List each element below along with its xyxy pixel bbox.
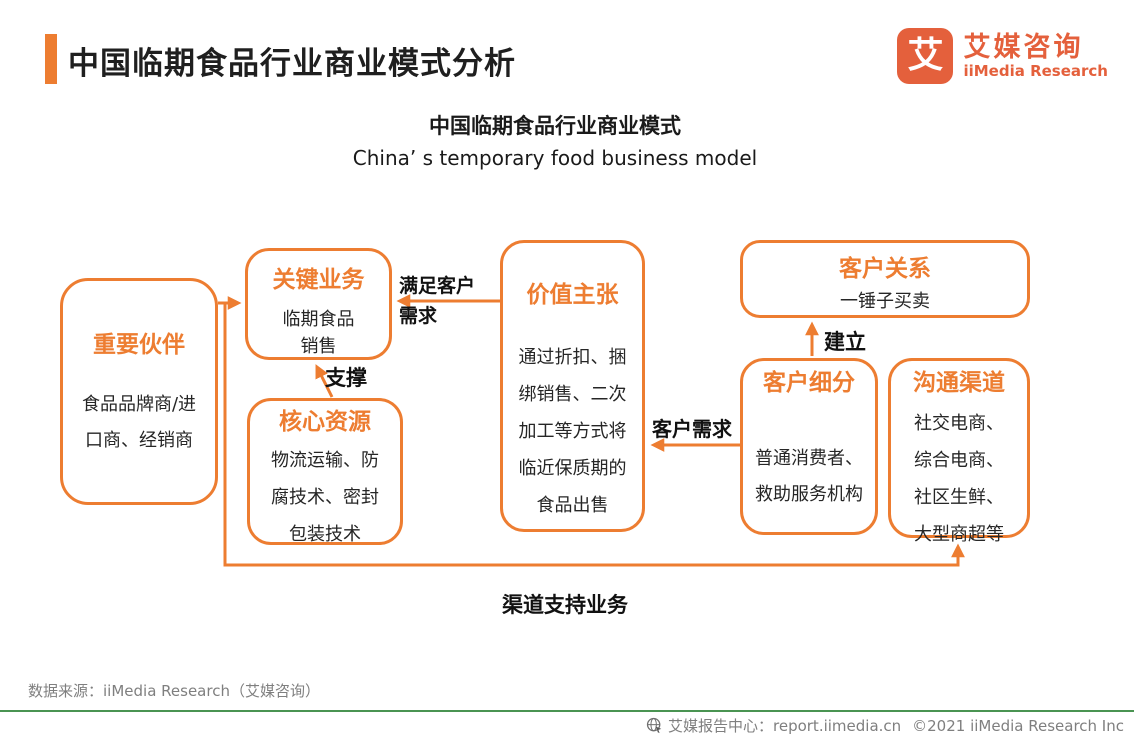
box-customer-segments: 客户细分 普通消费者、救助服务机构 bbox=[740, 358, 878, 535]
subtitle-en: China’ s temporary food business model bbox=[352, 146, 758, 170]
footer-report-center: 艾媒报告中心：report.iimedia.cn bbox=[646, 715, 901, 736]
box-key-partners-title: 重要伙伴 bbox=[93, 332, 185, 358]
footer-copyright-text: ©2021 iiMedia Research Inc bbox=[912, 716, 1124, 735]
chart-subtitle: 中国临期食品行业商业模式 China’ s temporary food bus… bbox=[220, 110, 890, 170]
footer-divider bbox=[0, 710, 1134, 712]
box-communication-channels: 沟通渠道 社交电商、综合电商、社区生鲜、大型商超等 bbox=[888, 358, 1030, 545]
footer-report-center-text: 艾媒报告中心：report.iimedia.cn bbox=[668, 717, 902, 735]
box-customer-relations: 客户关系 一锤子买卖 bbox=[740, 240, 1030, 318]
page-title: 中国临期食品行业商业模式分析 bbox=[68, 46, 516, 82]
box-value-proposition: 价值主张 通过折扣、捆绑销售、二次加工等方式将临近保质期的食品出售 bbox=[500, 240, 645, 532]
footer-bar: 艾媒报告中心：report.iimedia.cn ©2021 iiMedia R… bbox=[646, 715, 1124, 736]
box-key-partners-content: 食品品牌商/进口商、经销商 bbox=[81, 394, 197, 451]
iimedia-logo-icon: 艾 bbox=[897, 28, 954, 84]
logo-name-cn: 艾媒咨询 bbox=[963, 31, 1084, 63]
box-customer-relations-title: 客户关系 bbox=[839, 256, 931, 282]
box-core-resources-title: 核心资源 bbox=[279, 409, 371, 435]
data-source-note: 数据来源：iiMedia Research（艾媒咨询） bbox=[28, 682, 320, 700]
box-key-activities: 关键业务 临期食品销售 bbox=[245, 248, 392, 360]
arrow-label-establish: 建立 bbox=[824, 330, 866, 354]
box-value-proposition-content: 通过折扣、捆绑销售、二次加工等方式将临近保质期的食品出售 bbox=[518, 347, 627, 516]
subtitle-cn: 中国临期食品行业商业模式 bbox=[429, 114, 681, 138]
arrow-label-channel-support: 渠道支持业务 bbox=[502, 593, 628, 617]
box-customer-relations-content: 一锤子买卖 bbox=[840, 291, 930, 312]
globe-icon bbox=[646, 717, 662, 734]
box-core-resources: 核心资源 物流运输、防腐技术、密封包装技术 bbox=[247, 398, 403, 545]
box-value-proposition-title: 价值主张 bbox=[526, 282, 619, 308]
logo-name-en: iiMedia Research bbox=[963, 61, 1108, 80]
box-communication-channels-title: 沟通渠道 bbox=[913, 370, 1005, 396]
logo-text: 艾媒咨询 iiMedia Research bbox=[963, 33, 1108, 79]
box-communication-channels-content: 社交电商、综合电商、社区生鲜、大型商超等 bbox=[914, 413, 1004, 545]
box-key-activities-content: 临期食品销售 bbox=[282, 309, 355, 357]
footer-copyright: ©2021 iiMedia Research Inc bbox=[912, 717, 1124, 735]
box-key-activities-title: 关键业务 bbox=[272, 267, 365, 293]
arrow-label-customer-demand: 客户需求 bbox=[652, 417, 732, 441]
box-customer-segments-title: 客户细分 bbox=[763, 370, 855, 396]
title-accent-bar bbox=[45, 34, 57, 84]
iimedia-logo: 艾 艾媒咨询 iiMedia Research bbox=[897, 28, 1108, 84]
box-customer-segments-content: 普通消费者、救助服务机构 bbox=[755, 448, 863, 505]
arrow-label-satisfy-demand: 满足客户需求 bbox=[399, 275, 476, 327]
box-key-partners: 重要伙伴 食品品牌商/进口商、经销商 bbox=[60, 278, 218, 505]
box-core-resources-content: 物流运输、防腐技术、密封包装技术 bbox=[271, 450, 379, 545]
arrow-label-support: 支撑 bbox=[325, 366, 367, 390]
